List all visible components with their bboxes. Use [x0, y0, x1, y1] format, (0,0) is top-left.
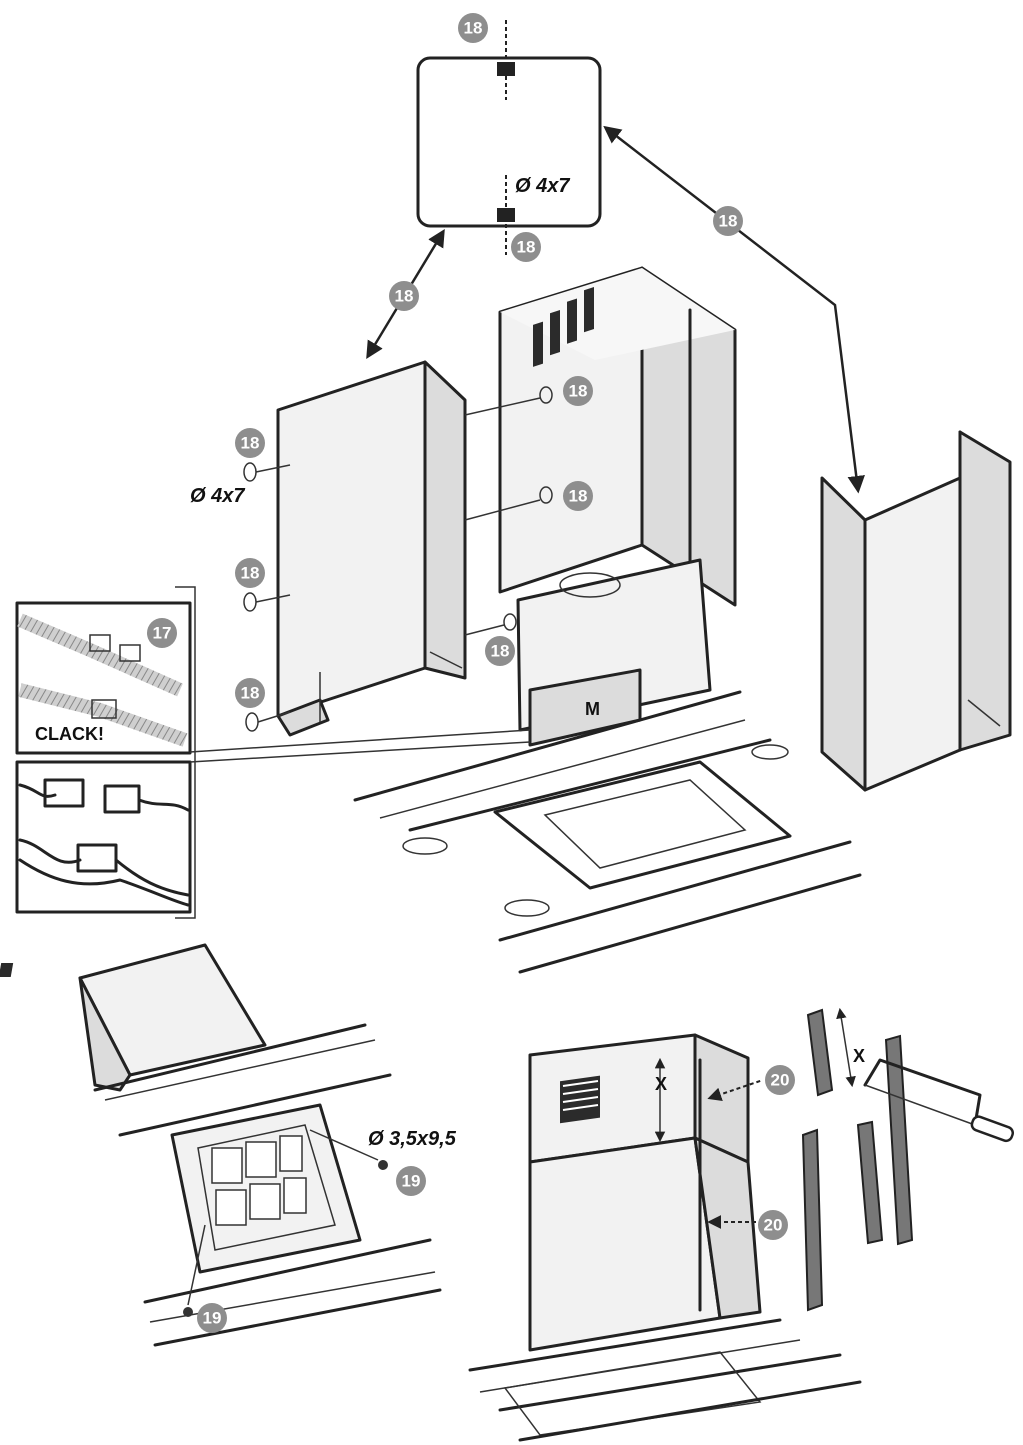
- callout-18-center-3: 18: [485, 636, 515, 666]
- dimension-x-hood: X: [655, 1074, 667, 1094]
- svg-text:18: 18: [464, 19, 483, 38]
- callout-18-center-2: 18: [563, 481, 593, 511]
- installed-hood-view: X: [468, 1033, 862, 1442]
- connector-inset-plug: [15, 760, 192, 914]
- callout-18-left-2: 18: [235, 558, 265, 588]
- svg-text:17: 17: [153, 624, 172, 643]
- svg-text:19: 19: [203, 1309, 222, 1328]
- hood-motor-body: M: [464, 266, 737, 747]
- motor-label: M: [585, 699, 600, 719]
- callout-18-arrow-right: 18: [713, 206, 743, 236]
- svg-text:18: 18: [395, 287, 414, 306]
- callout-18-center-1: 18: [563, 376, 593, 406]
- arrow-right-panel: [603, 125, 865, 494]
- callout-20-bottom: 20: [758, 1210, 788, 1240]
- callout-19-right: 19: [396, 1166, 426, 1196]
- svg-text:18: 18: [569, 382, 588, 401]
- screw-size-label-19: Ø 3,5x9,5: [368, 1128, 457, 1150]
- chimney-cross-section: Ø 4x7: [416, 20, 602, 255]
- right-chimney-panel: [820, 430, 1012, 792]
- screw-size-label-top: Ø 4x7: [515, 175, 570, 197]
- filter-mounting-view: Ø 3,5x9,5: [0, 943, 457, 1347]
- screws-left: [243, 462, 291, 732]
- svg-text:18: 18: [241, 564, 260, 583]
- left-chimney-panel: [276, 360, 467, 737]
- svg-text:20: 20: [771, 1071, 790, 1090]
- callout-20-top: 20: [765, 1065, 795, 1095]
- svg-text:19: 19: [402, 1172, 421, 1191]
- svg-text:18: 18: [569, 487, 588, 506]
- clack-label: CLACK!: [35, 724, 104, 744]
- svg-text:18: 18: [517, 238, 536, 257]
- svg-text:18: 18: [241, 684, 260, 703]
- svg-text:18: 18: [491, 642, 510, 661]
- svg-text:20: 20: [764, 1216, 783, 1235]
- svg-text:18: 18: [719, 212, 738, 231]
- callout-19-bottom: 19: [197, 1303, 227, 1333]
- ceiling-plane: [353, 690, 862, 974]
- callout-18-left-1: 18: [235, 428, 265, 458]
- callout-18-arrow-left: 18: [389, 281, 419, 311]
- callout-18-top: 18: [458, 13, 488, 43]
- callout-18-left-3: 18: [235, 678, 265, 708]
- screw-size-label-left: Ø 4x7: [190, 485, 245, 507]
- connector-inset-clack: CLACK!: [15, 601, 192, 755]
- trim-strips-and-saw: X: [801, 1007, 1015, 1312]
- callout-18-section-bottom: 18: [511, 232, 541, 262]
- inset-bracket: [175, 586, 531, 919]
- dimension-x-trim: X: [853, 1046, 865, 1066]
- callout-17: 17: [147, 618, 177, 648]
- svg-text:18: 18: [241, 434, 260, 453]
- callout-badges: 18 18 18 18 18 18 18 18 18 18 17 19 19 2…: [147, 13, 795, 1333]
